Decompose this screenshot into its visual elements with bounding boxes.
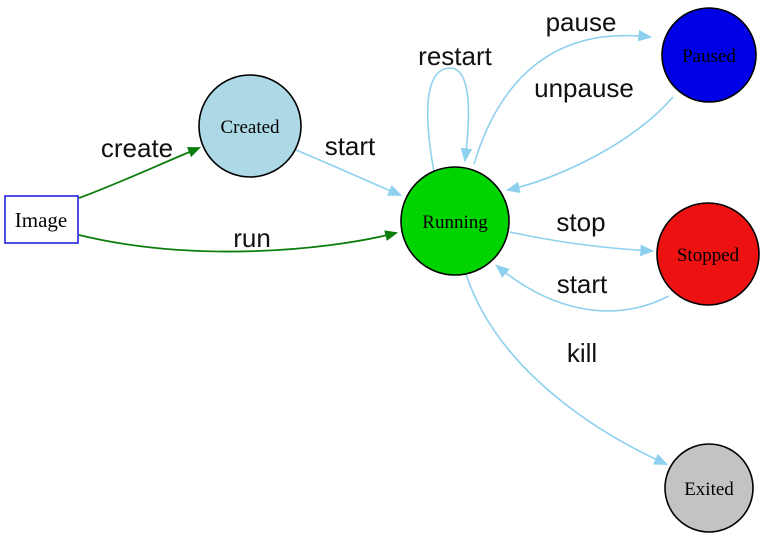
edge-start-stopped — [495, 264, 670, 312]
image-node-shape — [4, 195, 79, 244]
node-running: Running — [400, 166, 510, 276]
edge-run — [78, 230, 399, 253]
node-stopped: Stopped — [656, 202, 760, 306]
created-node-shape — [198, 74, 302, 178]
edge-unpause — [505, 96, 674, 194]
stopped-node-label: Stopped — [677, 245, 740, 266]
exited-node-label: Exited — [684, 479, 734, 500]
edge-kill — [465, 273, 669, 465]
stopped-node-shape — [656, 202, 760, 306]
edge-label-stop: stop — [556, 207, 605, 237]
edge-label-start-created: start — [325, 131, 376, 161]
node-paused: Paused — [661, 7, 757, 103]
running-node-shape — [400, 166, 510, 276]
edge-layer: create run start restart pause unpause s… — [78, 7, 674, 465]
node-exited: Exited — [664, 443, 754, 533]
image-node-label: Image — [15, 208, 67, 232]
edge-pause — [473, 29, 653, 165]
paused-node-label: Paused — [682, 46, 736, 67]
node-layer: Image Created Running Paused Stopped Exi — [4, 7, 760, 533]
edge-start-created — [295, 149, 403, 196]
edge-label-pause: pause — [546, 7, 617, 37]
exited-node-shape — [664, 443, 754, 533]
edge-label-restart: restart — [418, 41, 492, 71]
paused-node-shape — [661, 7, 757, 103]
edge-label-unpause: unpause — [534, 73, 634, 103]
edge-create — [78, 147, 202, 199]
edge-restart — [426, 67, 473, 173]
edge-label-create: create — [101, 133, 173, 163]
node-created: Created — [198, 74, 302, 178]
running-node-label: Running — [422, 212, 488, 233]
node-image: Image — [4, 195, 79, 244]
created-node-label: Created — [220, 117, 280, 138]
edge-label-kill: kill — [567, 338, 597, 368]
edge-label-start-stopped: start — [557, 269, 608, 299]
edge-label-run: run — [233, 223, 271, 253]
edge-stop — [509, 231, 655, 257]
